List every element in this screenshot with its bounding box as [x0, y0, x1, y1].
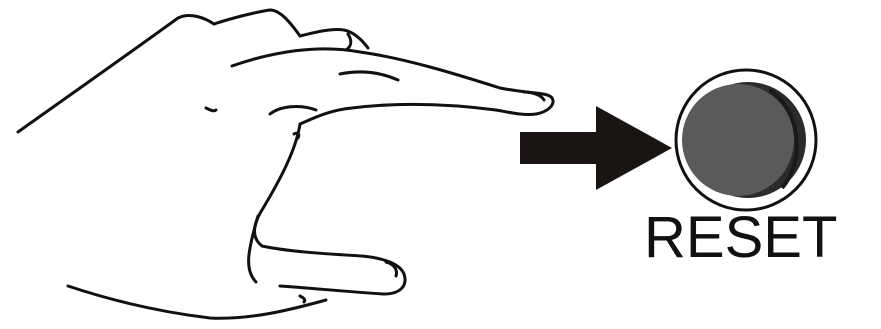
reset-label: RESET	[644, 205, 838, 270]
round-button-icon[interactable]	[674, 68, 818, 212]
right-arrow-icon	[520, 106, 672, 190]
pointing-hand-icon	[16, 8, 555, 320]
